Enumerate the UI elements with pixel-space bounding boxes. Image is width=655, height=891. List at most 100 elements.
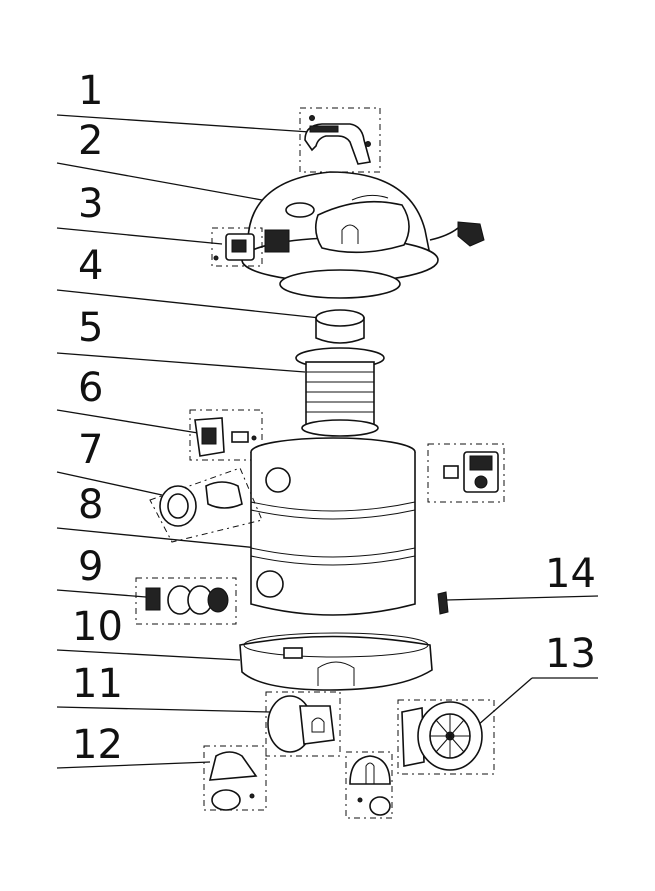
tank-inlet-upper bbox=[265, 467, 291, 493]
base-notch bbox=[283, 647, 303, 659]
motor-head-switch bbox=[285, 202, 315, 218]
socket-dash-box bbox=[427, 443, 505, 503]
outlet-ring-3 bbox=[207, 587, 229, 613]
tank-ring-3 bbox=[250, 547, 416, 558]
leader-line-12 bbox=[56, 761, 211, 769]
callout-number-1: 1 bbox=[78, 68, 103, 114]
base-rim bbox=[243, 632, 429, 658]
power-cord bbox=[429, 227, 459, 241]
part-clip bbox=[437, 591, 449, 615]
leader-line-7 bbox=[56, 471, 163, 496]
caster-wheel bbox=[211, 789, 241, 811]
leader-line-5 bbox=[56, 352, 306, 373]
leader-line-3 bbox=[56, 227, 223, 245]
leader-line-1 bbox=[56, 114, 311, 133]
handle-body bbox=[304, 123, 372, 165]
latch-clip bbox=[201, 427, 217, 445]
side-switch-screw bbox=[213, 255, 219, 261]
callout-number-4: 4 bbox=[78, 243, 103, 289]
tank-ring-2 bbox=[250, 509, 416, 520]
callout-number-7: 7 bbox=[78, 427, 103, 473]
callout-number-11: 11 bbox=[72, 661, 123, 707]
front-caster-wheel bbox=[369, 796, 391, 816]
part-tank bbox=[250, 437, 416, 616]
leader-line-8 bbox=[56, 527, 259, 549]
leader-line-6 bbox=[56, 409, 199, 434]
part-latch bbox=[189, 409, 263, 461]
side-switch-button bbox=[231, 239, 247, 253]
part-handle bbox=[299, 107, 381, 173]
handle-grip bbox=[309, 125, 339, 133]
tank-body bbox=[250, 452, 416, 616]
socket-knob bbox=[474, 475, 488, 489]
part-base bbox=[239, 632, 433, 691]
part-wheel-housing bbox=[265, 691, 341, 757]
filter-ribs bbox=[306, 371, 374, 413]
part-wheel bbox=[397, 699, 495, 775]
callout-number-2: 2 bbox=[78, 118, 103, 164]
outlet-plug bbox=[145, 587, 161, 611]
front-caster-cover bbox=[349, 755, 391, 785]
caster-screw bbox=[249, 793, 255, 799]
wheel-housing-slot bbox=[311, 717, 325, 733]
callout-number-3: 3 bbox=[78, 181, 103, 227]
inlet-ring-inner bbox=[167, 493, 189, 519]
inlet-adapter bbox=[205, 481, 243, 509]
part-side-switch bbox=[211, 227, 263, 267]
outlet-dash-box bbox=[135, 577, 237, 625]
leader-line-11 bbox=[56, 706, 271, 713]
callout-number-5: 5 bbox=[78, 305, 103, 351]
handle-screw-left bbox=[309, 115, 315, 121]
callout-number-14: 14 bbox=[545, 551, 596, 597]
leader-line-14 bbox=[445, 595, 599, 601]
filter-cap-top bbox=[315, 309, 365, 327]
filter-cage bbox=[305, 361, 375, 427]
base-arch bbox=[317, 661, 355, 686]
part-filter-cap bbox=[315, 309, 365, 344]
leader-line-2 bbox=[56, 162, 263, 201]
front-caster-slot bbox=[365, 762, 375, 784]
wheel-housing-cover bbox=[299, 705, 335, 745]
filter-bottom-ring bbox=[301, 419, 379, 437]
handle-screw-right bbox=[365, 141, 371, 147]
side-switch-dash-box bbox=[211, 227, 263, 267]
wheel-dash-box bbox=[397, 699, 495, 775]
front-caster-screw bbox=[357, 797, 363, 803]
part-cartridge-filter bbox=[295, 347, 385, 437]
part-outlet-connector bbox=[135, 577, 237, 625]
latch-dash-box bbox=[189, 409, 263, 461]
callout-number-13: 13 bbox=[545, 631, 596, 677]
power-plug bbox=[457, 221, 485, 247]
leader-line-9 bbox=[56, 589, 147, 598]
caster-cover bbox=[208, 751, 258, 781]
tank-ring-1 bbox=[250, 501, 416, 512]
part-socket-panel bbox=[427, 443, 505, 503]
callout-number-8: 8 bbox=[78, 482, 103, 528]
motor-head-panel bbox=[264, 229, 290, 253]
base-tray bbox=[239, 635, 433, 691]
clip-body bbox=[437, 591, 449, 615]
callout-number-6: 6 bbox=[78, 365, 103, 411]
wheel-housing-dash-box bbox=[265, 691, 341, 757]
wheel-spokes bbox=[430, 714, 470, 758]
part-inlet-connector bbox=[149, 467, 263, 543]
caster-dash-box bbox=[203, 745, 267, 811]
wheel-bracket bbox=[401, 707, 425, 767]
part-motor-head bbox=[241, 171, 485, 299]
inlet-dash-box bbox=[149, 467, 263, 543]
callout-number-10: 10 bbox=[72, 604, 123, 650]
socket-bracket bbox=[443, 465, 459, 479]
tank-inlet-lower bbox=[256, 570, 284, 598]
latch-screw bbox=[251, 435, 257, 441]
motor-head-base bbox=[279, 269, 401, 299]
leader-line-4 bbox=[56, 289, 321, 319]
callout-number-12: 12 bbox=[72, 722, 123, 768]
socket-display bbox=[469, 455, 493, 471]
part-caster bbox=[203, 745, 267, 811]
callout-numbers: 1 2 3 4 5 6 7 8 9 10 11 12 13 14 bbox=[72, 68, 596, 768]
callout-number-9: 9 bbox=[78, 544, 103, 590]
motor-head-window bbox=[314, 200, 410, 254]
handle-dash-box bbox=[299, 107, 381, 173]
latch-bracket bbox=[231, 431, 249, 443]
